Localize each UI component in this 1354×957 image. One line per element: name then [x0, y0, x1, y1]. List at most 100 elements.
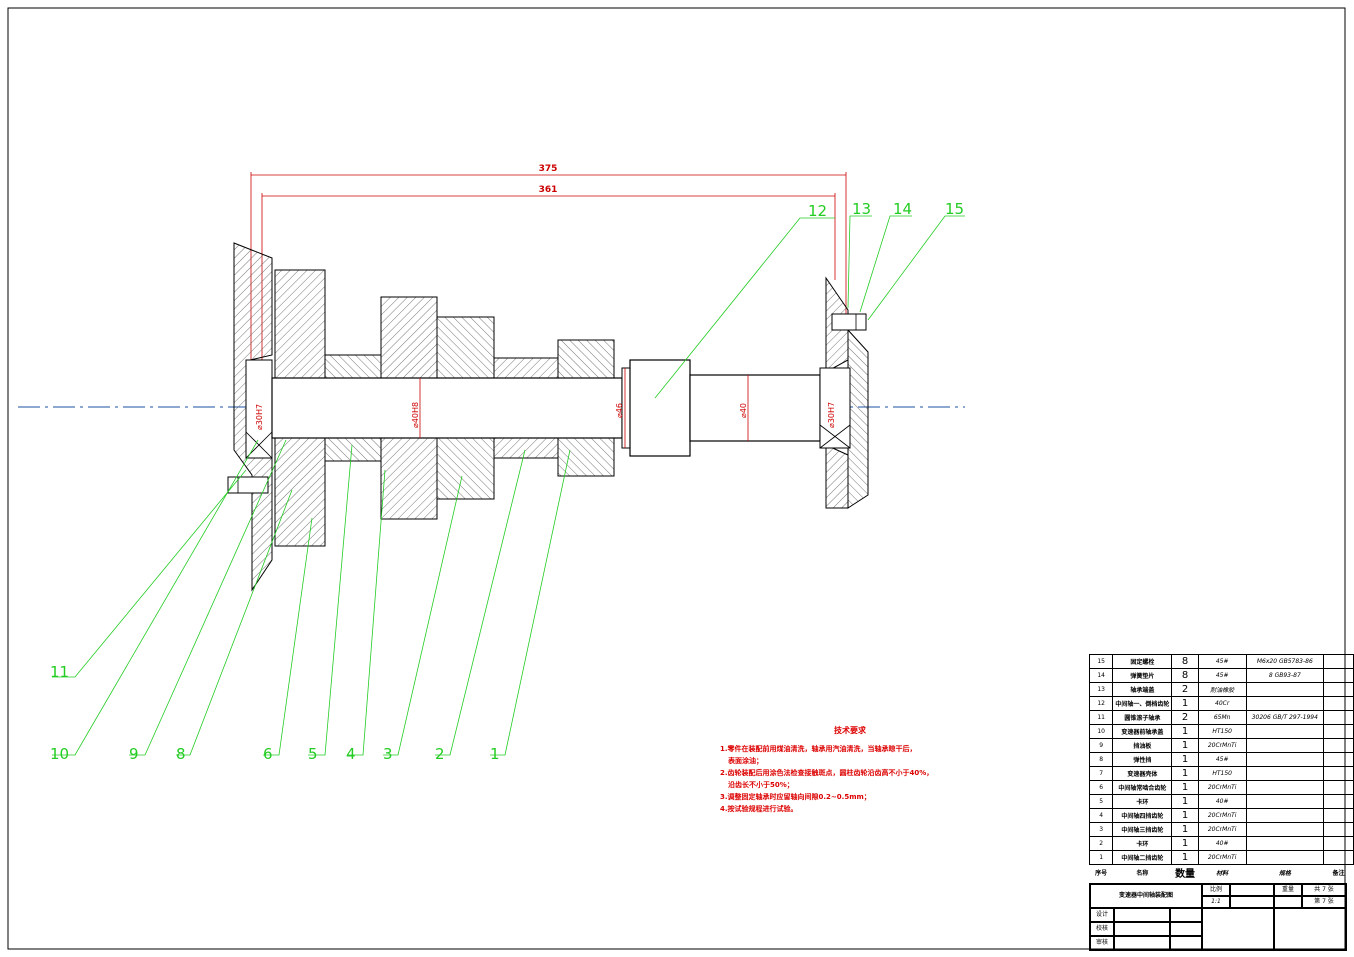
balloon-1: 1: [490, 745, 500, 763]
bom-cell-name: 中间轴一、倒档齿轮: [1112, 696, 1173, 711]
balloon-6: 6: [263, 745, 273, 763]
diameter-left-bearing: ⌀30H7: [255, 404, 264, 430]
designer-cell: [1114, 908, 1170, 922]
bom-header-material: 材料: [1216, 870, 1229, 877]
balloon-15: 15: [945, 200, 964, 218]
bom-cell-name: 中间轴三挡齿轮: [1112, 822, 1173, 837]
balloon-8: 8: [176, 745, 186, 763]
bom-cell-no: 1: [1088, 850, 1114, 865]
bom-cell-material: 40#: [1197, 836, 1247, 851]
balloon-9: 9: [129, 745, 139, 763]
bom-cell-qty: 1: [1171, 738, 1199, 753]
bom-cell-name: 圆锥滚子轴承: [1112, 710, 1173, 725]
bom-cell-remark: [1323, 808, 1354, 823]
diameter-shaft-fit: ⌀40H8: [411, 402, 420, 428]
bom-cell-no: 11: [1088, 710, 1114, 725]
bom-cell-no: 10: [1088, 724, 1114, 739]
bom-header-spec: 规格: [1278, 870, 1291, 877]
reviewer-label: 审核: [1090, 936, 1114, 950]
bom-cell-material: 45#: [1197, 668, 1247, 683]
tech-item: 表面涂油；: [728, 757, 763, 765]
bom-cell-no: 14: [1088, 668, 1114, 683]
balloon-13: 13: [852, 200, 871, 218]
technical-requirements: 技术要求 1.零件在装配前用煤油清洗，轴承用汽油清洗，当轴承晾干后， 表面涂油；…: [720, 725, 980, 815]
bom-cell-remark: [1323, 766, 1354, 781]
bom-cell-material: HT150: [1197, 766, 1247, 781]
drawing-number-cell: [1274, 908, 1346, 950]
bom-cell-qty: 1: [1171, 766, 1199, 781]
bom-cell-spec: [1245, 738, 1325, 753]
bom-cell-spec: [1245, 696, 1325, 711]
leader-lines: [52, 215, 965, 756]
bom-cell-material: 耐油橡胶: [1197, 682, 1247, 697]
scale-cell: [1230, 884, 1274, 896]
checker-cell: [1114, 922, 1170, 936]
balloon-11: 11: [50, 663, 69, 681]
bom-cell-spec: [1245, 682, 1325, 697]
balloon-10: 10: [50, 745, 69, 763]
bom-cell-no: 12: [1088, 696, 1114, 711]
bom-cell-spec: [1245, 836, 1325, 851]
bom-cell-spec: [1245, 850, 1325, 865]
bom-cell-no: 3: [1088, 822, 1114, 837]
gear-third: [436, 316, 559, 500]
bom-cell-qty: 8: [1171, 668, 1199, 683]
bom-cell-material: 20CrMnTi: [1197, 822, 1247, 837]
bom-cell-name: 卡环: [1112, 794, 1173, 809]
tech-item: 3.调整固定轴承时应留轴向间隙0.2~0.5mm；: [720, 793, 871, 801]
diameter-shaft: ⌀40: [739, 403, 748, 418]
bom-cell-spec: 8 GB93-87: [1245, 668, 1325, 683]
diameter-collar: ⌀46: [615, 403, 624, 418]
bom-cell-qty: 1: [1171, 850, 1199, 865]
bom-cell-name: 轴承端盖: [1112, 682, 1173, 697]
bom-cell-no: 5: [1088, 794, 1114, 809]
balloon-14: 14: [893, 200, 912, 218]
bom-cell-qty: 1: [1171, 808, 1199, 823]
bom-cell-qty: 1: [1171, 696, 1199, 711]
tech-item: 4.按试验规程进行试验。: [720, 805, 798, 813]
dimension-361: 361: [261, 185, 836, 365]
bom-cell-material: 20CrMnTi: [1197, 780, 1247, 795]
bom-cell-qty: 2: [1171, 682, 1199, 697]
sheet-number: 第 7 张: [1302, 896, 1346, 908]
bom-cell-spec: 30206 GB/T 297-1994: [1245, 710, 1325, 725]
bom-cell-spec: M6x20 GB5783-86: [1245, 654, 1325, 669]
balloon-4: 4: [346, 745, 356, 763]
bom-cell-no: 2: [1088, 836, 1114, 851]
bom-cell-name: 卡环: [1112, 836, 1173, 851]
scale-value: 1:1: [1202, 896, 1230, 908]
bom-header-no: 序号: [1095, 870, 1108, 877]
bom-cell-remark: [1323, 794, 1354, 809]
bom-cell-name: 变速器壳体: [1112, 766, 1173, 781]
left-housing: [227, 242, 273, 592]
drawing-name: 变速器中间轴装配图: [1090, 884, 1202, 908]
designer-label: 设计: [1090, 908, 1114, 922]
bom-header-qty: 数量: [1175, 869, 1196, 880]
bom-cell-material: 40#: [1197, 794, 1247, 809]
balloon-2: 2: [435, 745, 445, 763]
bom-cell-name: 中间轴二挡齿轮: [1112, 850, 1173, 865]
bom-cell-remark: [1323, 836, 1354, 851]
bom-cell-name: 固定螺栓: [1112, 654, 1173, 669]
bom-cell-no: 8: [1088, 752, 1114, 767]
bom-cell-spec: [1245, 724, 1325, 739]
bom-cell-qty: 2: [1171, 710, 1199, 725]
bom-cell-remark: [1323, 850, 1354, 865]
bom-cell-spec: [1245, 822, 1325, 837]
dimension-361-label: 361: [539, 185, 558, 195]
bom-cell-spec: [1245, 794, 1325, 809]
balloon-3: 3: [383, 745, 393, 763]
